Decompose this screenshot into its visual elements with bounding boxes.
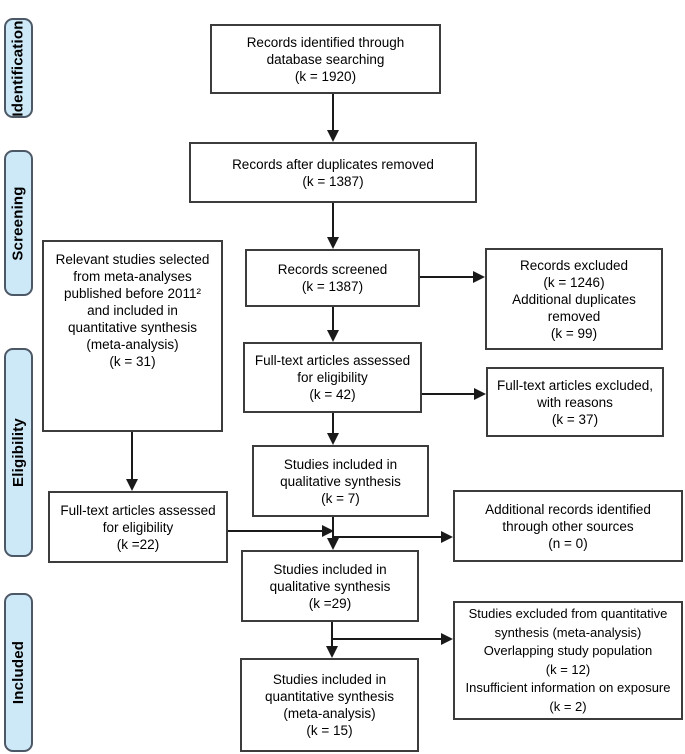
box-text-line: Studies excluded from quantitative xyxy=(468,606,668,621)
stage-included-label: Included xyxy=(10,640,27,705)
arrow-down-icon xyxy=(327,130,339,142)
stage-screening: Screening xyxy=(4,150,33,296)
box-text-line: (k = 12) xyxy=(545,661,591,677)
stage-identification-label: Identification xyxy=(10,19,28,117)
box-text-line: quantitative synthesis xyxy=(264,689,395,704)
box-records-identified: Records identified through database sear… xyxy=(210,24,441,94)
box-qualitative-7: Studies included in qualitative synthesi… xyxy=(252,445,429,517)
box-records-screened: Records screened (k = 1387) xyxy=(245,249,420,307)
box-text-line: for eligibility xyxy=(297,370,368,385)
box-relevant-studies: Relevant studies selected from meta-anal… xyxy=(42,240,223,432)
stage-screening-label: Screening xyxy=(10,185,28,261)
connector-line xyxy=(131,432,133,480)
arrow-right-icon xyxy=(473,271,485,283)
arrow-down-icon xyxy=(327,237,339,249)
box-text-line: through other sources xyxy=(502,518,634,534)
box-text-line: (k = 42) xyxy=(309,387,356,402)
arrow-down-icon xyxy=(327,538,339,550)
arrow-down-icon xyxy=(326,646,338,658)
box-text-line: from meta-analyses xyxy=(73,269,192,284)
box-text-line: (k = 2) xyxy=(549,698,587,714)
box-text-line: Records screened xyxy=(277,262,388,277)
connector-line xyxy=(332,94,334,132)
box-text-line: with reasons xyxy=(537,394,613,410)
box-duplicates-removed: Records after duplicates removed (k = 13… xyxy=(189,142,477,203)
box-text-line: published before 2011² xyxy=(63,286,202,301)
box-text-line: Studies included in xyxy=(283,456,398,472)
box-qualitative-29: Studies included in qualitative synthesi… xyxy=(241,550,419,622)
box-text-line: (k = 7) xyxy=(321,490,360,506)
box-fulltext-assessed-22: Full-text articles assessed for eligibil… xyxy=(48,491,228,563)
box-studies-excluded-quant: Studies excluded from quantitative synth… xyxy=(453,601,683,720)
box-text-line: quantitative synthesis xyxy=(67,320,198,335)
connector-line xyxy=(331,638,441,640)
box-text-line: (k = 37) xyxy=(551,411,599,427)
arrow-down-icon xyxy=(327,433,339,445)
connector-line xyxy=(331,622,333,647)
stage-identification: Identification xyxy=(4,18,33,118)
box-text-line: (k = 1387) xyxy=(301,279,364,294)
box-text-line: Records identified through xyxy=(246,34,405,50)
box-text-line: synthesis (meta-analysis) xyxy=(494,624,642,640)
box-text-line: Studies included in xyxy=(272,672,387,687)
box-fulltext-excluded: Full-text articles excluded, with reason… xyxy=(486,367,664,437)
connector-line xyxy=(422,393,475,395)
arrow-right-icon xyxy=(441,633,453,645)
connector-line xyxy=(332,203,334,238)
stage-eligibility: Eligibility xyxy=(4,348,33,557)
box-records-excluded: Records excluded (k = 1246) Additional d… xyxy=(485,248,663,350)
arrow-down-icon xyxy=(327,330,339,342)
box-text-line: Full-text articles excluded, xyxy=(496,377,654,393)
arrow-down-icon xyxy=(126,479,138,491)
box-text-line: (n = 0) xyxy=(548,535,588,551)
box-text-line: (k = 99) xyxy=(550,325,598,341)
arrow-right-icon xyxy=(474,388,486,400)
box-text-line: (meta-analysis) xyxy=(283,706,376,721)
box-text-line: (k = 1920) xyxy=(294,68,357,84)
connector-line xyxy=(420,276,474,278)
box-text-line: qualitative synthesis xyxy=(269,578,391,594)
box-text-line: (k = 1246) xyxy=(543,274,605,290)
box-text-line: Records after duplicates removed xyxy=(232,156,434,172)
box-text-line: Records excluded xyxy=(519,257,629,273)
box-text-line: Full-text articles assessed xyxy=(60,502,216,518)
box-text-line: (k =29) xyxy=(308,595,352,611)
stage-included: Included xyxy=(4,593,33,752)
connector-line xyxy=(333,536,441,538)
box-text-line: Additional records identified xyxy=(485,501,651,517)
box-text-line: (k = 31) xyxy=(109,354,156,369)
connector-line xyxy=(228,530,322,532)
stage-eligibility-label: Eligibility xyxy=(10,418,27,487)
box-fulltext-assessed-42: Full-text articles assessed for eligibil… xyxy=(243,342,422,413)
box-additional-records: Additional records identified through ot… xyxy=(453,490,683,562)
box-text-line: (k =22) xyxy=(116,536,160,552)
box-text-line: Additional duplicates xyxy=(512,291,636,307)
box-text-line: Full-text articles assessed xyxy=(254,353,411,368)
box-text-line: Insufficient information on exposure xyxy=(465,680,671,695)
box-text-line: (k = 1387) xyxy=(302,173,364,189)
connector-line xyxy=(332,413,334,434)
box-text-line: and included in xyxy=(87,303,178,318)
box-text-line: (meta-analysis) xyxy=(86,337,179,352)
box-text-line: qualitative synthesis xyxy=(280,473,401,489)
box-quantitative-15: Studies included in quantitative synthes… xyxy=(240,658,419,752)
box-text-line: (k = 15) xyxy=(306,723,353,738)
arrow-right-icon xyxy=(322,525,334,537)
box-text-line: removed xyxy=(547,308,601,324)
box-text-line: Overlapping study population xyxy=(483,643,653,658)
arrow-right-icon xyxy=(441,531,453,543)
box-text-line: Relevant studies selected xyxy=(55,252,210,267)
box-text-line: for eligibility xyxy=(102,519,174,535)
box-text-line: Studies included in xyxy=(273,561,387,577)
connector-line xyxy=(332,307,334,331)
box-text-line: database searching xyxy=(266,51,385,67)
